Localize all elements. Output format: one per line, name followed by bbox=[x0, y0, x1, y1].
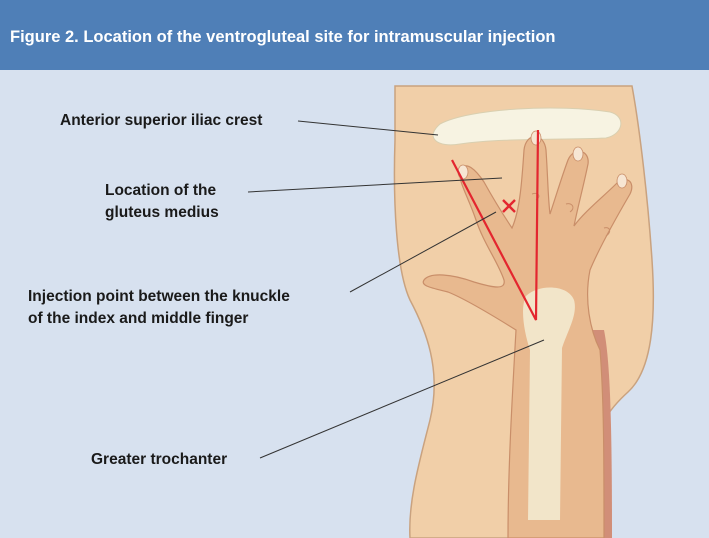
label-gluteus-medius: Location of the gluteus medius bbox=[105, 180, 219, 224]
label-line-2: of the index and middle finger bbox=[28, 308, 290, 330]
middle-fingernail bbox=[531, 131, 541, 145]
figure-header: Figure 2. Location of the ventrogluteal … bbox=[0, 0, 709, 70]
label-line-1: Injection point between the knuckle bbox=[28, 286, 290, 308]
label-anterior-superior-iliac-crest: Anterior superior iliac crest bbox=[60, 110, 262, 132]
label-line-2: gluteus medius bbox=[105, 202, 219, 224]
label-text: Anterior superior iliac crest bbox=[60, 110, 262, 132]
label-line-1: Location of the bbox=[105, 180, 219, 202]
label-injection-point: Injection point between the knuckle of t… bbox=[28, 286, 290, 330]
ring-fingernail bbox=[573, 147, 583, 161]
label-text: Greater trochanter bbox=[91, 449, 227, 471]
figure-title: Figure 2. Location of the ventrogluteal … bbox=[10, 28, 556, 47]
little-fingernail bbox=[617, 174, 627, 188]
label-greater-trochanter: Greater trochanter bbox=[91, 449, 227, 471]
